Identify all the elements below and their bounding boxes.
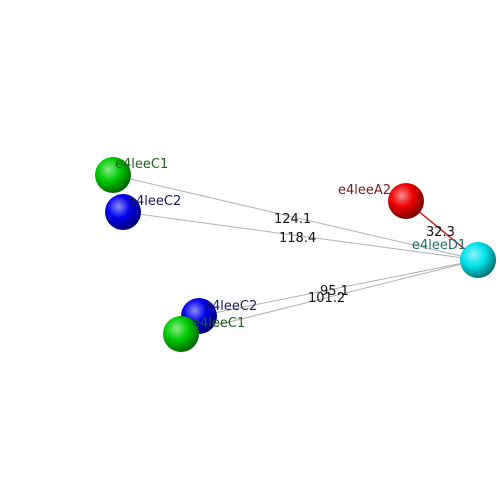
- sphere-a2: [388, 183, 424, 219]
- sphere-c1-lower: [163, 316, 199, 352]
- node-label-c1-upper: e4leeC1: [115, 157, 168, 172]
- node-label-c2-upper: e4leeC2: [128, 194, 181, 209]
- edge-c2-lower-d1: [198, 259, 479, 317]
- node-labels: e4leeC1 e4leeC2 e4leeA2 e4leeD1 e4leeC2 …: [115, 157, 466, 331]
- node-label-c2-lower: e4leeC2: [204, 299, 257, 314]
- nodes-layer: [95, 157, 496, 352]
- edge-c2-upper-d1: [122, 211, 479, 261]
- sphere-c2-upper: [105, 194, 141, 230]
- node-label-c1-lower: e4leeC1: [192, 316, 245, 331]
- distance-label-118: 118.4: [279, 231, 316, 246]
- sphere-d1: [460, 242, 496, 278]
- edges-layer: [112, 174, 479, 335]
- node-label-a2: e4leeA2: [338, 183, 391, 198]
- edge-c1-upper-d1: [112, 174, 479, 261]
- sphere-c1-upper: [95, 157, 131, 193]
- distance-label-124: 124.1: [274, 212, 311, 227]
- distance-label-95: 95.1: [320, 284, 349, 299]
- distance-label-32: 32.3: [426, 225, 455, 240]
- distance-labels: 124.1 118.4 95.1 101.2 32.3: [274, 212, 455, 306]
- node-label-d1: e4leeD1: [412, 238, 466, 253]
- edge-c1-lower-d1: [180, 259, 479, 335]
- distance-label-101: 101.2: [308, 291, 345, 306]
